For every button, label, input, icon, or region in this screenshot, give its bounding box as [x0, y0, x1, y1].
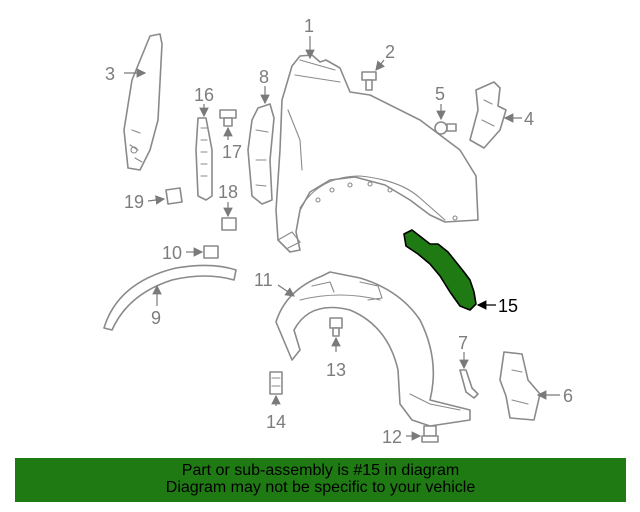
callout-10: 10 — [162, 243, 182, 263]
callout-7: 7 — [458, 333, 468, 353]
callout-13: 13 — [326, 360, 346, 380]
part-3-fender-molding — [123, 33, 163, 171]
part-9-wheel-molding — [103, 264, 237, 331]
part-6-splash-shield — [499, 351, 541, 421]
callout-4: 4 — [524, 109, 534, 129]
callout-19: 19 — [124, 192, 144, 212]
callout-3: 3 — [105, 64, 115, 84]
callout-1: 1 — [304, 16, 314, 36]
part-8-bracket — [247, 103, 275, 205]
callout-2: 2 — [385, 42, 395, 62]
part-2-bolt — [361, 71, 377, 91]
part-13-bolt — [329, 317, 343, 337]
parts-diagram: 3 1 2 5 4 16 17 — [103, 16, 573, 447]
callout-15: 15 — [498, 296, 518, 316]
callout-17: 17 — [222, 142, 242, 162]
part-12-bolt — [421, 425, 439, 443]
part-1-front-fender — [275, 54, 479, 253]
part-7-bracket — [459, 369, 479, 399]
callout-14: 14 — [266, 412, 286, 432]
info-banner: Part or sub-assembly is #15 in diagram D… — [15, 458, 626, 502]
part-10-nut — [203, 245, 219, 259]
callout-16: 16 — [194, 85, 214, 105]
part-14-clip — [269, 371, 283, 395]
part-11-fender-liner — [275, 271, 471, 427]
part-19-clip — [165, 187, 183, 205]
callout-12: 12 — [382, 427, 402, 447]
callout-11: 11 — [254, 270, 273, 290]
callout-8: 8 — [259, 67, 269, 87]
part-15-insulator-highlighted — [403, 229, 477, 311]
callout-9: 9 — [151, 308, 161, 328]
callout-5: 5 — [435, 84, 445, 104]
part-18-clip — [221, 217, 237, 231]
part-16-seal — [195, 117, 213, 201]
banner-line-1: Part or sub-assembly is #15 in diagram — [181, 462, 460, 479]
callout-18: 18 — [218, 182, 238, 202]
part-4-bracket — [469, 81, 507, 149]
part-5-bolt — [434, 121, 457, 135]
callout-6: 6 — [563, 386, 573, 406]
part-17-screw — [219, 109, 237, 127]
banner-line-2: Diagram may not be specific to your vehi… — [165, 479, 476, 496]
